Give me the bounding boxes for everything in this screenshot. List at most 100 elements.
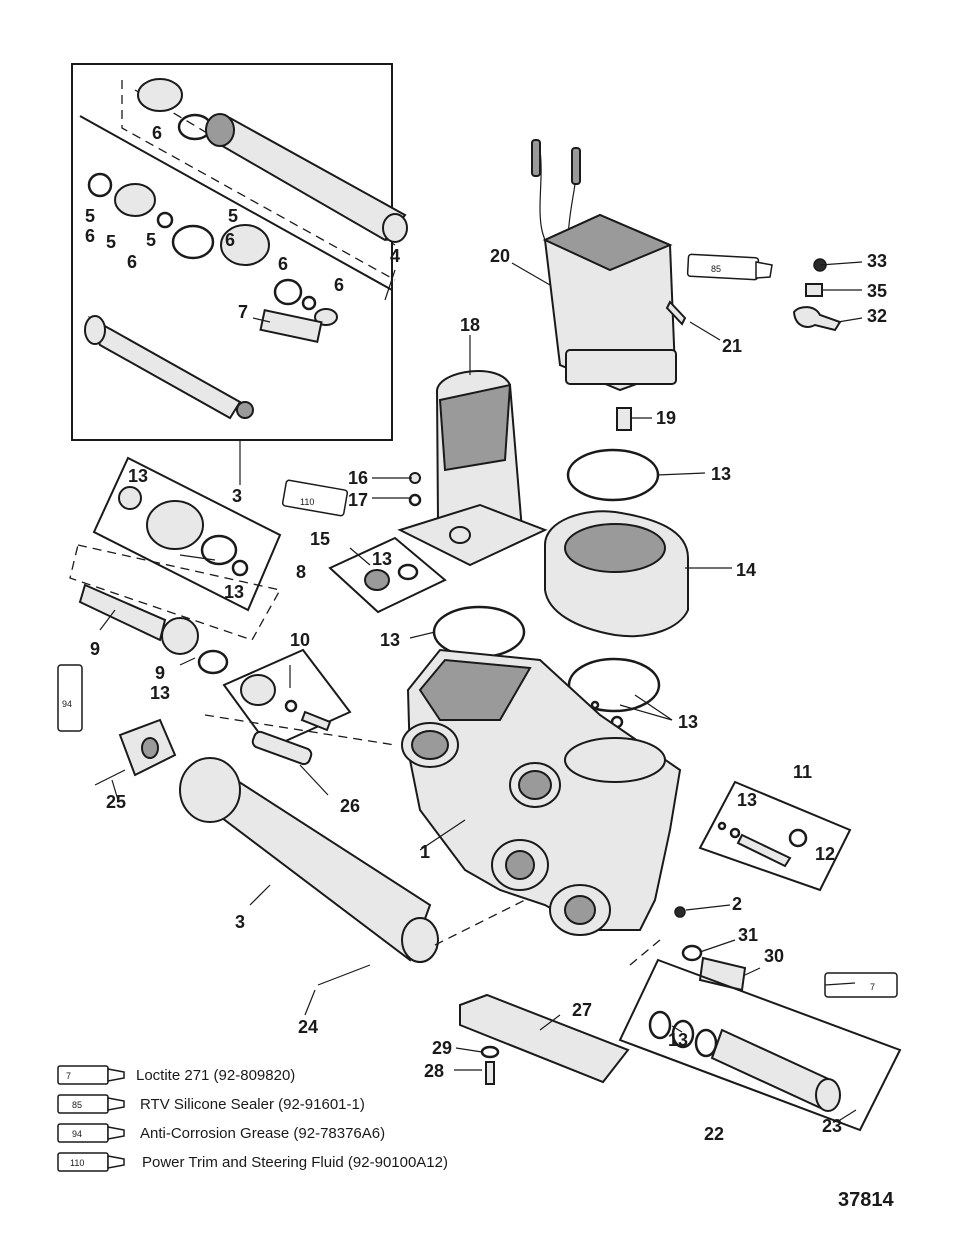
callout-6: 6 <box>278 254 288 274</box>
callout-27: 27 <box>572 1000 592 1020</box>
callout-11: 11 <box>793 762 812 782</box>
valve-body <box>220 224 270 266</box>
legend-label: RTV Silicone Sealer (92-91601-1) <box>140 1096 365 1113</box>
seal-ring <box>87 172 113 198</box>
large-o-ring <box>171 224 215 260</box>
o-ring-13-mid <box>432 605 526 659</box>
legend-label: Power Trim and Steering Fluid (92-90100A… <box>142 1154 448 1171</box>
washer-29 <box>480 1045 500 1059</box>
legend-tube-number: 85 <box>72 1100 82 1110</box>
callout-5: 5 <box>228 206 238 226</box>
pin-26 <box>251 730 313 766</box>
kit-15-box <box>328 536 447 614</box>
callout-13: 13 <box>224 582 244 602</box>
callout-13: 13 <box>737 790 757 810</box>
callout-5: 5 <box>85 206 95 226</box>
callout-13: 13 <box>372 549 392 569</box>
tube-94: 94 <box>57 664 83 732</box>
o-ring-13-shaft <box>197 649 229 675</box>
tube-85-upper: 85 <box>686 253 773 281</box>
kit-10-box <box>222 648 352 750</box>
callout-13: 13 <box>128 466 148 486</box>
callout-6: 6 <box>225 230 235 250</box>
legend-row-94: 94 Anti-Corrosion Grease (92-78376A6) <box>57 1123 385 1143</box>
bolt-30 <box>698 956 747 992</box>
callout-13: 13 <box>711 464 731 484</box>
callout-7: 7 <box>238 302 248 322</box>
callout-5: 5 <box>106 232 116 252</box>
legend-tube-number: 94 <box>72 1129 82 1139</box>
callout-9: 9 <box>155 663 165 683</box>
callout-6: 6 <box>85 226 95 246</box>
trim-motor <box>531 139 677 392</box>
callout-19: 19 <box>656 408 676 428</box>
tube-85-number: 85 <box>711 264 721 274</box>
callout-6: 6 <box>334 275 344 295</box>
callout-16: 16 <box>348 468 368 488</box>
callout-13: 13 <box>380 630 400 650</box>
callout-22: 22 <box>704 1124 724 1144</box>
callout-15: 15 <box>310 529 330 549</box>
legend-label: Anti-Corrosion Grease (92-78376A6) <box>140 1125 385 1142</box>
tube-7: 7 <box>824 972 898 998</box>
callout-2: 2 <box>732 894 742 914</box>
decal <box>259 309 323 343</box>
clamp-32 <box>792 306 842 332</box>
callout-5: 5 <box>146 230 156 250</box>
tube-110: 110 <box>281 479 349 517</box>
callout-33: 33 <box>867 251 887 271</box>
callout-32: 32 <box>867 306 887 326</box>
legend-row-7: 7 Loctite 271 (92-809820) <box>57 1065 295 1085</box>
callout-3: 3 <box>232 486 242 506</box>
callout-9: 9 <box>90 639 100 659</box>
kit-8-box <box>92 456 282 612</box>
legend-label: Loctite 271 (92-809820) <box>136 1067 295 1084</box>
callout-31: 31 <box>738 925 758 945</box>
callout-4: 4 <box>390 246 400 266</box>
kit-22-box <box>618 958 902 1132</box>
o-ring-13-upper <box>566 448 660 502</box>
callout-3: 3 <box>235 912 245 932</box>
strip-27 <box>459 993 630 1084</box>
callout-29: 29 <box>432 1038 452 1058</box>
washer-31 <box>681 944 703 962</box>
callout-35: 35 <box>867 281 887 301</box>
callout-25: 25 <box>106 792 126 812</box>
sealant-legend: 7 Loctite 271 (92-809820) 85 RTV Silicon… <box>57 1065 448 1172</box>
washer <box>314 308 338 326</box>
shaft-9 <box>78 583 167 642</box>
tube-110-number: 110 <box>300 497 314 507</box>
pin-19 <box>616 407 632 431</box>
callout-26: 26 <box>340 796 360 816</box>
leader-lines <box>99 261 863 1121</box>
callout-20: 20 <box>490 246 510 266</box>
kit-11-box <box>698 780 852 892</box>
manifold <box>401 648 682 936</box>
callout-18: 18 <box>460 315 480 335</box>
pin-24 <box>317 964 371 986</box>
clip-35 <box>805 283 823 297</box>
end-cap <box>137 78 183 112</box>
pump-body <box>544 510 689 638</box>
callout-6: 6 <box>127 252 137 272</box>
callout-8: 8 <box>296 562 306 582</box>
callout-17: 17 <box>348 490 368 510</box>
callout-6: 6 <box>152 123 162 143</box>
screw-28 <box>485 1061 495 1085</box>
plug-2 <box>674 906 686 918</box>
callout-1: 1 <box>420 842 430 862</box>
legend-tube-number: 7 <box>66 1071 71 1081</box>
tube-94-number: 94 <box>62 699 72 709</box>
cylinder-sleeve <box>210 116 407 242</box>
callout-13: 13 <box>678 712 698 732</box>
screw-21 <box>665 300 687 326</box>
tube-7-number: 7 <box>870 982 875 992</box>
callout-23: 23 <box>822 1116 842 1136</box>
callout-30: 30 <box>764 946 784 966</box>
legend-tube-number: 110 <box>70 1158 84 1168</box>
drawing-number: 37814 <box>838 1189 894 1211</box>
o-ring-13-lower <box>567 657 661 713</box>
callout-14: 14 <box>736 560 756 580</box>
callout-12: 12 <box>815 844 835 864</box>
